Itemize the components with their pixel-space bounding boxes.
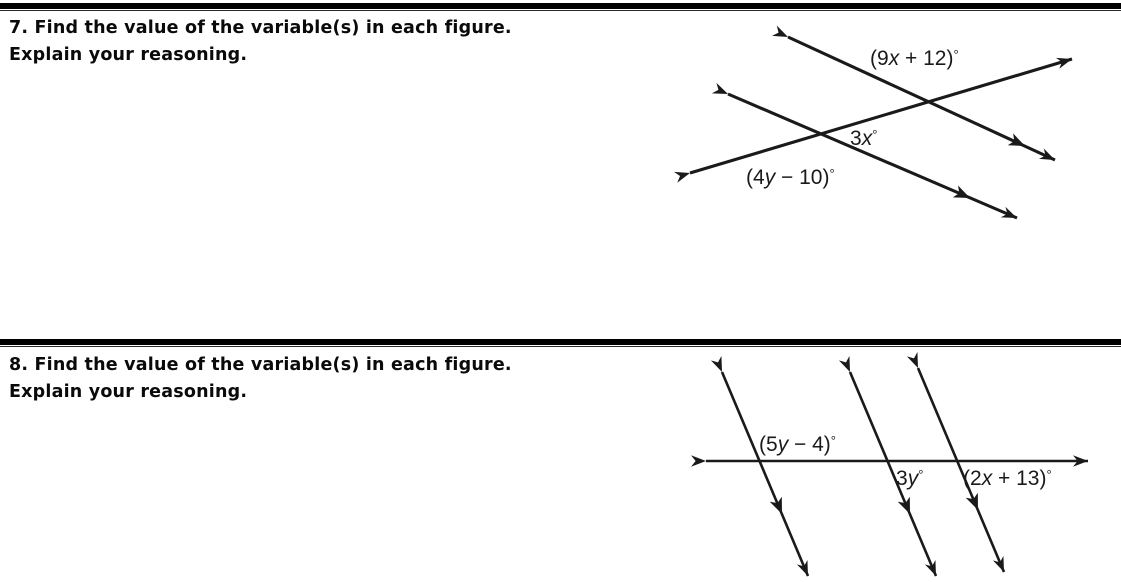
transversal-line bbox=[673, 57, 1073, 183]
label-angle-3x: 3x° bbox=[850, 127, 877, 150]
problem-7-figure: (9x + 12)° 3x° (4y − 10)° bbox=[660, 8, 1121, 233]
problem-8-prompt-line-2: Explain your reasoning. bbox=[9, 382, 248, 402]
section-divider-top bbox=[0, 3, 1121, 9]
section-divider-top-hairline bbox=[0, 10, 1121, 11]
label-angle-5y-minus-4: (5y − 4)° bbox=[759, 433, 836, 456]
problem-7-prompt-line-1: 7. Find the value of the variable(s) in … bbox=[9, 18, 512, 38]
parallel-line-lower bbox=[711, 82, 1018, 220]
problem-8-prompt: 8. Find the value of the variable(s) in … bbox=[9, 352, 649, 406]
label-angle-2x-plus-13: (2x + 13)° bbox=[963, 467, 1052, 490]
problem-8-prompt-line-1: 8. Find the value of the variable(s) in … bbox=[9, 355, 512, 375]
section-divider-middle-hairline bbox=[0, 346, 1121, 347]
label-angle-9x-plus-12: (9x + 12)° bbox=[870, 47, 959, 70]
problem-7-prompt-line-2: Explain your reasoning. bbox=[9, 45, 248, 65]
parallel-line-1 bbox=[710, 355, 810, 577]
label-angle-4y-minus-10: (4y − 10)° bbox=[746, 166, 835, 189]
problem-7-prompt: 7. Find the value of the variable(s) in … bbox=[9, 15, 649, 69]
problem-8-figure: (5y − 4)° 3y° (2x + 13)° bbox=[660, 352, 1121, 582]
parallel-line-3 bbox=[906, 352, 1006, 573]
label-angle-3y: 3y° bbox=[896, 467, 923, 490]
section-divider-middle bbox=[0, 339, 1121, 345]
